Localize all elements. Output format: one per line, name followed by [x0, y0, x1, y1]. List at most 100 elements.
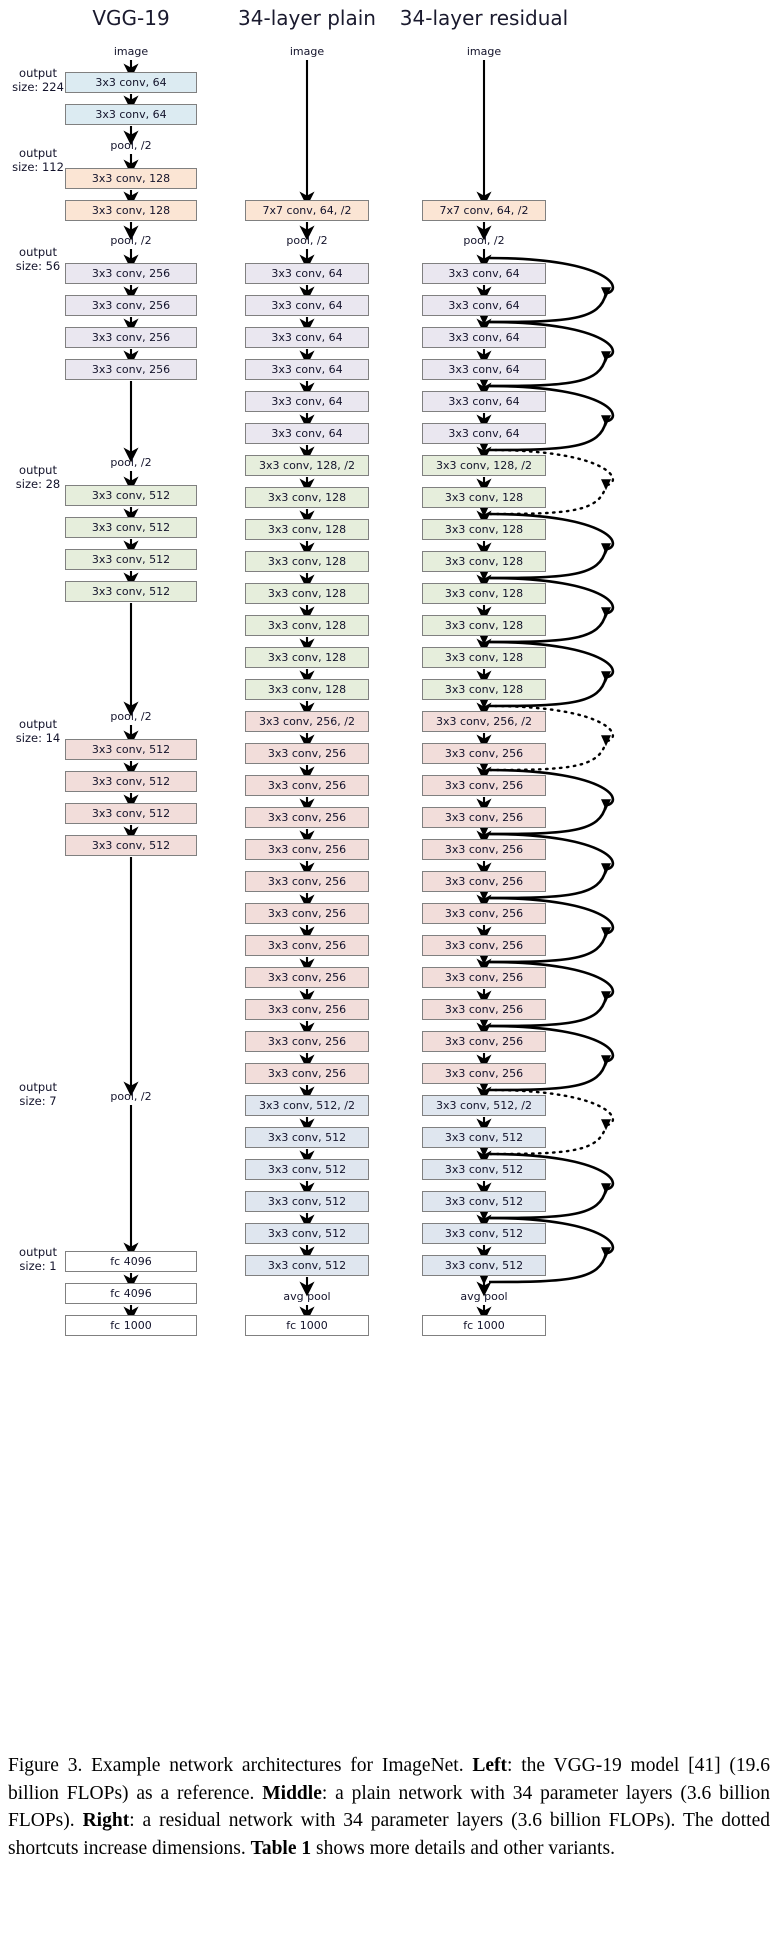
layer-box: 3x3 conv, 256	[422, 1031, 546, 1052]
output-size-line2: size: 14	[15, 731, 61, 745]
layer-box: 3x3 conv, 512	[245, 1191, 369, 1212]
layer-box: 3x3 conv, 256	[245, 743, 369, 764]
layer-box: 3x3 conv, 128	[422, 519, 546, 540]
layer-label: avg pool	[460, 1290, 508, 1303]
output-size-line2: size: 7	[19, 1094, 57, 1108]
shortcut-arrowhead	[601, 415, 611, 427]
layer-box: 3x3 conv, 128	[245, 615, 369, 636]
layer-box: 3x3 conv, 64	[422, 423, 546, 444]
output-size-line2: size: 56	[15, 259, 61, 273]
layer-box: 3x3 conv, 128	[65, 168, 197, 189]
layer-box: 7x7 conv, 64, /2	[245, 200, 369, 221]
layer-box: 3x3 conv, 64	[245, 327, 369, 348]
layer-box: 3x3 conv, 256	[65, 327, 197, 348]
output-size-line1: output	[19, 1080, 57, 1094]
output-size-line1: output	[19, 1245, 57, 1259]
layer-box: fc 4096	[65, 1251, 197, 1272]
layer-label: image	[289, 45, 325, 58]
caption-run: : a plain network with 34 parameter laye…	[8, 1782, 770, 1832]
layer-box: 3x3 conv, 128	[422, 551, 546, 572]
layer-box: 3x3 conv, 256	[65, 359, 197, 380]
layer-box: 3x3 conv, 128	[65, 200, 197, 221]
caption-run: : the VGG-19 model [41] (19.6 billion FL…	[8, 1755, 770, 1804]
caption-run: Left	[472, 1755, 508, 1776]
layer-box: fc 1000	[422, 1315, 546, 1336]
layer-box: 3x3 conv, 256	[422, 935, 546, 956]
column-title-plain34: 34-layer plain	[238, 6, 376, 30]
layer-box: 3x3 conv, 128	[245, 583, 369, 604]
layer-box: 3x3 conv, 256	[65, 263, 197, 284]
layer-box: 3x3 conv, 256	[422, 807, 546, 828]
layer-box: 3x3 conv, 256, /2	[245, 711, 369, 732]
layer-box: 3x3 conv, 128	[422, 679, 546, 700]
layer-box: 3x3 conv, 256	[65, 295, 197, 316]
layer-box: 3x3 conv, 512	[422, 1159, 546, 1180]
shortcut-arrowhead	[601, 607, 611, 619]
layer-box: 3x3 conv, 512	[65, 771, 197, 792]
output-size-line1: output	[19, 717, 57, 731]
layer-box: 3x3 conv, 128	[245, 647, 369, 668]
layer-box: 3x3 conv, 128	[422, 647, 546, 668]
output-size-line1: output	[19, 146, 57, 160]
layer-box: 3x3 conv, 128	[422, 583, 546, 604]
layer-label: pool, /2	[110, 456, 152, 469]
shortcut-arrowhead	[601, 1183, 611, 1195]
layer-box: 3x3 conv, 512	[65, 581, 197, 602]
layer-box: 3x3 conv, 256	[422, 1063, 546, 1084]
layer-box: 3x3 conv, 512	[65, 549, 197, 570]
output-size-line2: size: 224	[12, 80, 64, 94]
layer-label: pool, /2	[463, 234, 505, 247]
layer-box: 3x3 conv, 512	[245, 1255, 369, 1276]
shortcut-arrowhead	[601, 735, 611, 747]
layer-box: 3x3 conv, 512	[245, 1159, 369, 1180]
layer-box: 3x3 conv, 128	[422, 487, 546, 508]
figure-caption: Figure 3. Example network architectures …	[8, 1752, 770, 1862]
caption-run: Figure 3. Example network architectures …	[8, 1755, 473, 1776]
layer-box: 3x3 conv, 256	[245, 1031, 369, 1052]
layer-box: 3x3 conv, 64	[422, 327, 546, 348]
layer-label: avg pool	[283, 1290, 331, 1303]
layer-box: 3x3 conv, 256	[422, 871, 546, 892]
layer-box: fc 4096	[65, 1283, 197, 1304]
output-size-line1: output	[19, 245, 57, 259]
layer-box: 3x3 conv, 128	[245, 487, 369, 508]
layer-box: 3x3 conv, 256, /2	[422, 711, 546, 732]
shortcut-arrowhead	[601, 543, 611, 555]
layer-label: pool, /2	[286, 234, 328, 247]
output-size-line1: output	[19, 66, 57, 80]
layer-box: 3x3 conv, 256	[245, 807, 369, 828]
arrow-layer	[123, 60, 615, 1322]
layer-box: 3x3 conv, 512, /2	[245, 1095, 369, 1116]
shortcut-arrowhead	[601, 479, 611, 491]
layer-box: 3x3 conv, 128	[245, 519, 369, 540]
layer-box: 3x3 conv, 64	[422, 359, 546, 380]
layer-box: 3x3 conv, 512, /2	[422, 1095, 546, 1116]
layer-box: 3x3 conv, 512	[245, 1223, 369, 1244]
layer-label: pool, /2	[110, 139, 152, 152]
layer-box: 3x3 conv, 128, /2	[245, 455, 369, 476]
layer-box: 3x3 conv, 256	[422, 999, 546, 1020]
layer-box: 3x3 conv, 128, /2	[422, 455, 546, 476]
layer-box: 3x3 conv, 256	[422, 743, 546, 764]
layer-box: 3x3 conv, 512	[245, 1127, 369, 1148]
layer-box: 3x3 conv, 64	[245, 423, 369, 444]
layer-box: 3x3 conv, 256	[245, 775, 369, 796]
layer-box: 3x3 conv, 512	[422, 1223, 546, 1244]
output-size-line2: size: 112	[12, 160, 64, 174]
layer-box: 3x3 conv, 64	[245, 263, 369, 284]
caption-run: Middle	[262, 1782, 322, 1804]
shortcut-arrowhead	[601, 287, 611, 299]
layer-box: 7x7 conv, 64, /2	[422, 200, 546, 221]
layer-box: 3x3 conv, 512	[65, 835, 197, 856]
shortcut-arrowhead	[601, 1247, 611, 1259]
layer-box: 3x3 conv, 128	[245, 551, 369, 572]
layer-box: 3x3 conv, 64	[422, 295, 546, 316]
layer-box: 3x3 conv, 64	[65, 72, 197, 93]
output-size-line1: output	[19, 463, 57, 477]
layer-box: 3x3 conv, 256	[245, 871, 369, 892]
